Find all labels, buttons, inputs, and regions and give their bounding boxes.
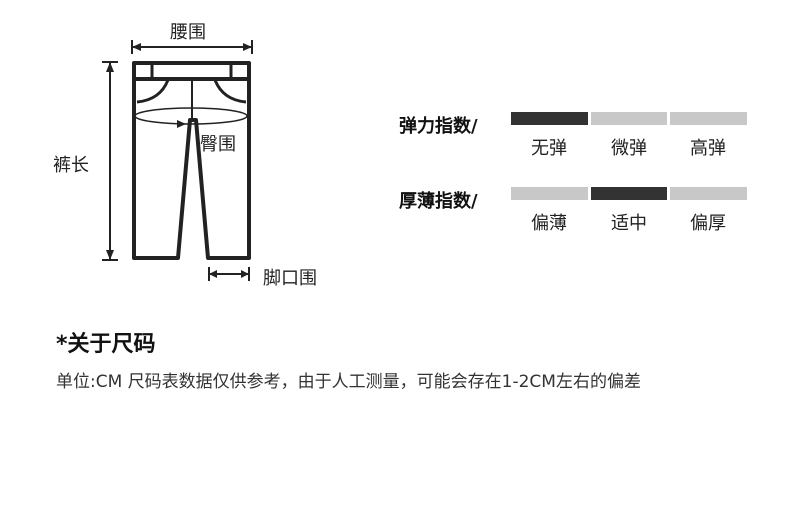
waist-label: 腰围 [170,22,206,43]
hip-arrow-head [177,120,186,128]
hip-label: 臀围 [200,134,236,155]
thickness-option-medium: 适中 [611,213,647,234]
hem-label: 脚口围 [263,268,317,289]
length-dimension-line [102,61,118,261]
pants-diagram [102,40,253,281]
size-note-text: 单位:CM 尺码表数据仅供参考，由于人工测量，可能会存在1-2CM左右的偏差 [56,372,641,392]
elasticity-option-high: 高弹 [690,138,726,159]
waist-dimension-line [131,40,253,54]
thickness-bar-segment-2 [591,187,667,200]
thickness-option-thin: 偏薄 [531,213,567,234]
elasticity-option-slight: 微弹 [611,138,647,159]
thickness-bar-segment-3 [670,187,747,200]
hip-measure-ellipse [134,107,248,125]
thickness-index-label: 厚薄指数/ [399,191,478,212]
size-note-title: *关于尺码 [56,332,156,357]
elasticity-index-label: 弹力指数/ [399,116,478,137]
elasticity-option-none: 无弹 [531,138,567,159]
hem-dimension-line [208,267,250,281]
thickness-bar-segment-1 [511,187,588,200]
length-label: 裤长 [53,155,89,176]
thickness-option-thick: 偏厚 [690,213,726,234]
elasticity-bar-segment-1 [511,112,588,125]
elasticity-bar-segment-3 [670,112,747,125]
pants-outline [132,61,251,260]
elasticity-bar-segment-2 [591,112,667,125]
